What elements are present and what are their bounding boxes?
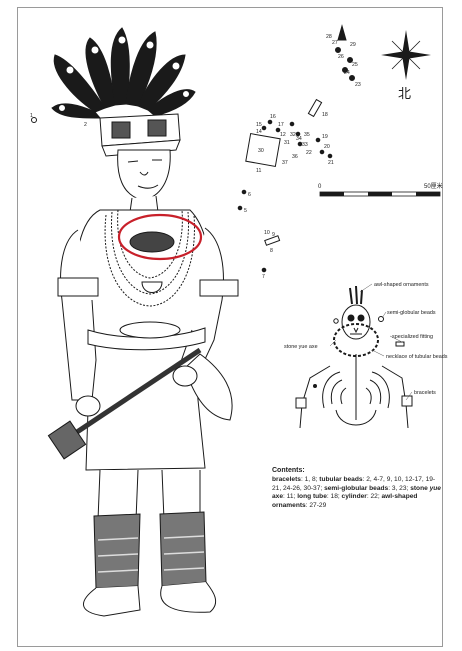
burial-number: 21 (328, 160, 334, 166)
burial-number: 31 (284, 140, 290, 146)
legend-term: axe (272, 493, 283, 500)
label-bracelets: bracelets (414, 390, 436, 396)
burial-number: 17 (278, 122, 284, 128)
left-legging (94, 514, 140, 588)
burial-number: 9 (272, 232, 275, 238)
label-necklace: necklace of tubular beads (386, 354, 448, 360)
burial-number: 36 (292, 154, 298, 160)
burial-number: 26 (338, 54, 344, 60)
compass: 北 (381, 30, 431, 102)
burial-number: 6 (248, 192, 251, 198)
legend-term-italic: yue (430, 485, 441, 492)
legend-term: cylinder (342, 493, 367, 500)
right-legging (160, 512, 206, 586)
burial-number: 34 (296, 136, 302, 142)
burial-number: 7 (262, 274, 265, 280)
burial-number: 27 (332, 40, 338, 46)
label-specialized-fitting: specialized fitting (392, 334, 433, 340)
warrior-figure (48, 28, 238, 616)
scale-zero: 0 (318, 184, 322, 190)
north-label: 北 (398, 87, 411, 102)
scale-bar: 0 50厘米 (318, 182, 443, 196)
burial-number: 24 (344, 70, 350, 76)
legend-term: bracelets (272, 476, 301, 483)
legend-term: tubular beads (319, 476, 362, 483)
burial-number: 19 (322, 134, 328, 140)
legend-nums: : 11; (283, 493, 297, 500)
scale-end: 50厘米 (424, 182, 443, 190)
label-stone-axe: stone yue axe (284, 344, 318, 350)
skeleton-labels: awl-shaped ornaments semi-globular beads… (284, 282, 448, 396)
burial-number: 5 (244, 208, 247, 214)
burial-number: 30 (258, 148, 264, 154)
burial-number: 22 (306, 150, 312, 156)
label-awl-ornaments: awl-shaped ornaments (374, 282, 429, 288)
burial-number: 15 (256, 122, 262, 128)
burial-number: 14 (256, 129, 262, 135)
burial-number: 16 (270, 114, 276, 120)
legend-nums: : 3, 23; (388, 485, 410, 492)
burial-number: 25 (352, 62, 358, 68)
burial-number: 28 (326, 34, 332, 40)
burial-number: 18 (322, 112, 328, 118)
burial-number: 32 (290, 132, 296, 138)
contents-heading: Contents: (272, 467, 442, 475)
burial-number: 11 (256, 168, 261, 174)
burial-number: 8 (270, 248, 273, 254)
burial-number: 33 (302, 142, 308, 148)
burial-number: 35 (304, 132, 310, 138)
burial-number: 12 (280, 132, 286, 138)
legend-nums: : 22; (367, 493, 382, 500)
contents-legend: Contents: bracelets: 1, 8; tubular beads… (272, 467, 442, 510)
legend-term: semi-globular beads (324, 485, 388, 492)
legend-term: long tube (297, 493, 327, 500)
burial-number: 29 (350, 42, 356, 48)
legend-nums: : 27-29 (306, 502, 327, 509)
burial-number: 1 (30, 113, 33, 119)
label-semi-globular: semi-globular beads (387, 310, 436, 316)
burial-number: 2 (84, 122, 87, 128)
feet (83, 586, 140, 616)
burial-number: 23 (355, 82, 361, 88)
burial-number: 20 (324, 144, 330, 150)
burial-number: 37 (282, 160, 288, 166)
legend-nums: : 1, 8; (301, 476, 319, 483)
feather-headdress (52, 28, 195, 118)
legend-nums: : 18; (327, 493, 342, 500)
burial-number: 10 (264, 230, 270, 236)
legend-term: stone (410, 485, 429, 492)
